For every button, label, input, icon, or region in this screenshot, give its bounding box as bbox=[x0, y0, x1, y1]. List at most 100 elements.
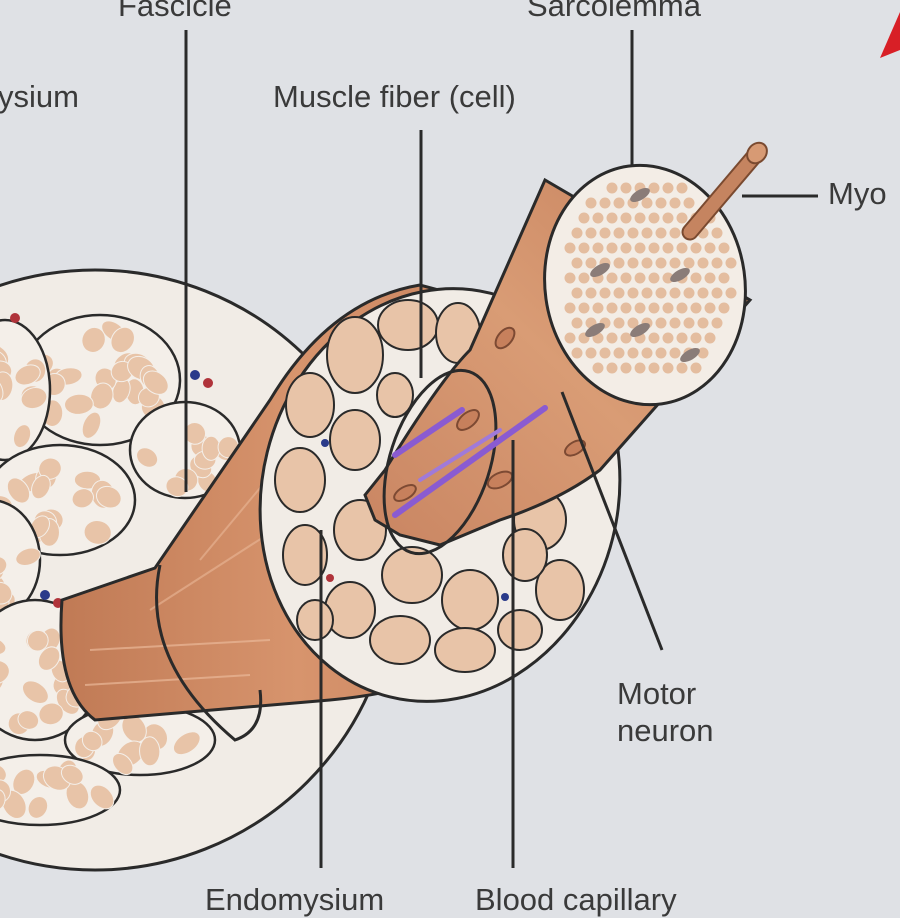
muscle-fiber-section bbox=[60, 764, 84, 785]
myofibril-dot bbox=[655, 287, 667, 299]
myofibril-dot bbox=[648, 242, 660, 254]
myofibril-dot bbox=[620, 272, 632, 284]
myofibril-dot bbox=[564, 302, 576, 314]
myofibril-dot bbox=[620, 212, 632, 224]
myofibril-dot bbox=[683, 257, 695, 269]
muscle-fiber-section bbox=[81, 326, 106, 353]
fiber-compartment bbox=[274, 447, 326, 513]
myofibril-dot bbox=[641, 257, 653, 269]
myofibril-dot bbox=[592, 302, 604, 314]
myofibril-dot bbox=[578, 302, 590, 314]
myofibril-dot bbox=[676, 242, 688, 254]
myofibril-dot bbox=[585, 227, 597, 239]
myofibril-dot bbox=[676, 302, 688, 314]
myofibril-dot bbox=[641, 197, 653, 209]
myofibril-dot bbox=[669, 287, 681, 299]
muscle-fiber-section bbox=[201, 435, 221, 461]
myofibril-dot bbox=[571, 227, 583, 239]
myofibril-dot bbox=[718, 302, 730, 314]
myofibril-dot bbox=[697, 347, 709, 359]
muscle-fiber-section bbox=[37, 646, 61, 671]
blood-vessel-dot bbox=[10, 313, 20, 323]
myofibril-rod-fill bbox=[683, 146, 764, 239]
myofibril-dot bbox=[599, 347, 611, 359]
myofibril-dot bbox=[704, 332, 716, 344]
muscle-fiber-section bbox=[64, 393, 94, 415]
myofibril-dot bbox=[655, 257, 667, 269]
myofibril-dot bbox=[711, 257, 723, 269]
muscle-fiber-section bbox=[81, 411, 102, 439]
muscle-fiber-section bbox=[83, 520, 112, 545]
myofibril-dot bbox=[655, 227, 667, 239]
fascicle-section bbox=[0, 498, 42, 622]
myofibril-dot bbox=[620, 362, 632, 374]
mitochondrion bbox=[585, 323, 605, 337]
myofibril-dot bbox=[669, 227, 681, 239]
myofibril-dot bbox=[613, 197, 625, 209]
fiber-compartment bbox=[282, 524, 328, 586]
myofibril-dot bbox=[648, 182, 660, 194]
motor-neuron-fibers bbox=[392, 405, 548, 518]
myofibril-dot bbox=[613, 347, 625, 359]
myofibril-cross-sections bbox=[564, 182, 737, 374]
muscle-fiber bbox=[363, 141, 768, 556]
myofibril-dot bbox=[599, 227, 611, 239]
myofibril-rod-end bbox=[746, 141, 768, 165]
myofibril-dot bbox=[711, 317, 723, 329]
muscle-fiber-section bbox=[21, 680, 49, 704]
muscle-fiber-section bbox=[172, 731, 201, 756]
muscle-fiber-section bbox=[81, 730, 103, 752]
motor-neuron-label: Motor neuron bbox=[617, 676, 714, 749]
fiber-compartment bbox=[369, 615, 431, 665]
myofibril-dot bbox=[627, 227, 639, 239]
muscle-fiber-label: Muscle fiber (cell) bbox=[273, 79, 516, 114]
myofibril-dot bbox=[571, 257, 583, 269]
myofibril-dot bbox=[690, 332, 702, 344]
mitochondrion bbox=[680, 348, 700, 362]
fiber-compartment bbox=[502, 528, 548, 582]
muscle-fiber-section bbox=[14, 364, 41, 386]
myofibril-dot bbox=[613, 317, 625, 329]
myofibril-dot bbox=[627, 257, 639, 269]
myofibril-dot bbox=[599, 287, 611, 299]
myofibril-dot bbox=[676, 362, 688, 374]
myofibril-dot bbox=[606, 272, 618, 284]
muscle-fiber-section bbox=[0, 788, 6, 811]
muscle-fiber-section bbox=[139, 736, 161, 767]
myofibril-dot bbox=[648, 362, 660, 374]
leader-lines bbox=[184, 30, 818, 868]
myofibril-dot bbox=[676, 212, 688, 224]
fiber-compartment bbox=[296, 599, 334, 641]
myofibril-dot bbox=[704, 242, 716, 254]
fiber-compartment bbox=[381, 546, 443, 604]
mitochondrion bbox=[590, 263, 610, 277]
motor-neuron-leader bbox=[560, 391, 664, 651]
myofibril-dot bbox=[655, 317, 667, 329]
myofibril-dot bbox=[613, 287, 625, 299]
myofibril-dot bbox=[690, 362, 702, 374]
myofibril-dot bbox=[571, 317, 583, 329]
myofibril-dot bbox=[585, 347, 597, 359]
muscle-fiber-section bbox=[136, 447, 159, 468]
myofibril-dot bbox=[634, 362, 646, 374]
blood-vessel-dot bbox=[40, 590, 50, 600]
myofibril-dot bbox=[690, 302, 702, 314]
muscle-fiber-section bbox=[90, 382, 114, 410]
myofibril-dot bbox=[606, 332, 618, 344]
muscle-fiber-section bbox=[13, 424, 32, 449]
myofibril-dot bbox=[704, 302, 716, 314]
muscle-fiber-section bbox=[112, 752, 134, 776]
muscle-fiber-section bbox=[17, 710, 40, 730]
fiber-compartment bbox=[434, 627, 496, 673]
fiber-compartment bbox=[376, 372, 414, 418]
myofibril-dot bbox=[662, 242, 674, 254]
myofibril-dot bbox=[718, 272, 730, 284]
myofibril-dot bbox=[620, 242, 632, 254]
myofibril-dot bbox=[648, 272, 660, 284]
nucleus bbox=[393, 484, 417, 502]
myofibril-dot bbox=[592, 362, 604, 374]
myofibril-dot bbox=[564, 242, 576, 254]
myofibril-dot bbox=[634, 242, 646, 254]
muscle-fiber-section bbox=[15, 547, 41, 567]
fascicle-cut-ring bbox=[155, 564, 263, 742]
